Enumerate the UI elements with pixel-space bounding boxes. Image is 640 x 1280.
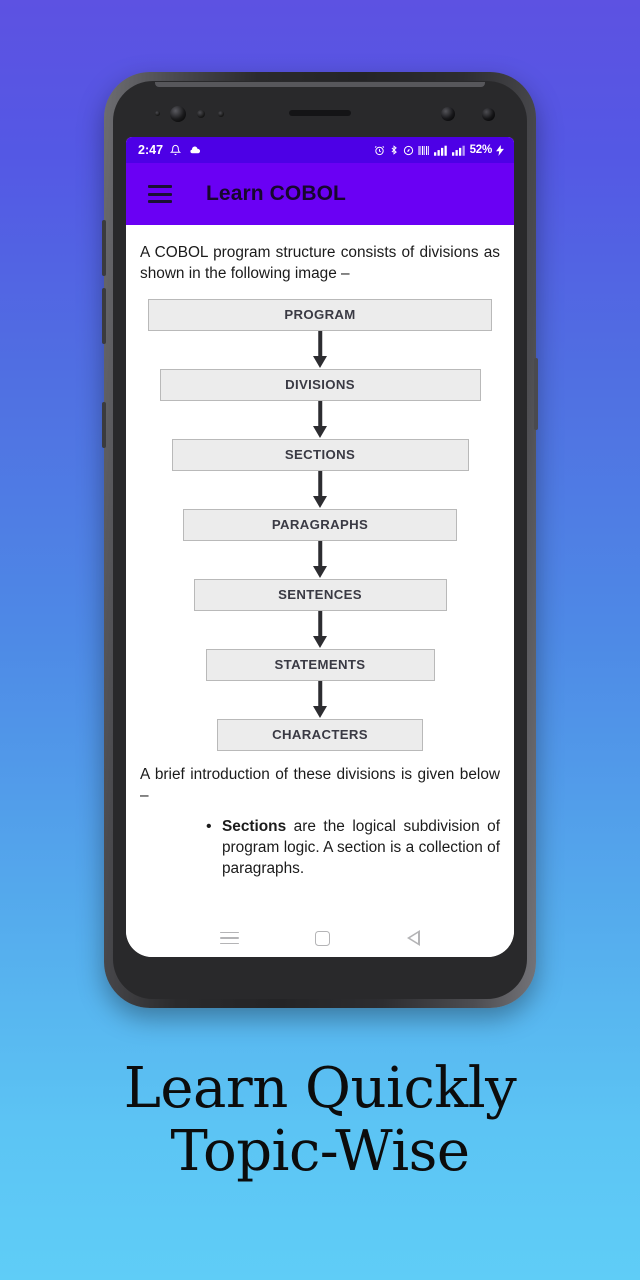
assistant-button[interactable] xyxy=(102,402,106,448)
flow-node-paragraphs: PARAGRAPHS xyxy=(183,508,457,541)
intro-paragraph: A COBOL program structure consists of di… xyxy=(140,244,500,282)
flow-node-sentences: SENTENCES xyxy=(193,578,447,611)
android-navigation-bar xyxy=(126,919,514,957)
status-bar: 2:47 xyxy=(126,137,514,163)
bullet-term: Sections xyxy=(222,817,287,835)
flow-node-characters: CHARACTERS xyxy=(217,718,423,751)
notification-bell-icon xyxy=(170,144,182,156)
promo-tagline: Learn Quickly Topic-Wise xyxy=(0,1056,640,1184)
flow-node-program: PROGRAM xyxy=(148,298,492,331)
phone-screen: 2:47 xyxy=(126,137,514,957)
flow-node-sections: SECTIONS xyxy=(171,438,469,471)
iris-sensor-icon xyxy=(197,110,205,118)
volume-up-button[interactable] xyxy=(102,220,106,276)
divisions-bullet-list: Sections are the logical subdivision of … xyxy=(204,807,514,880)
flow-arrow-6 xyxy=(313,681,327,719)
battery-percent-label: 52% xyxy=(469,144,493,156)
recents-icon[interactable] xyxy=(220,931,240,945)
app-bar: Learn COBOL xyxy=(126,163,514,225)
top-speaker-grille xyxy=(155,82,485,87)
power-button[interactable] xyxy=(534,358,538,430)
hamburger-menu-icon[interactable] xyxy=(148,185,172,203)
phone-mockup: 2:47 xyxy=(102,72,538,1008)
signal-bars-sim1-icon xyxy=(433,145,448,156)
article-content[interactable]: A COBOL program structure consists of di… xyxy=(126,225,514,919)
led-indicator-icon xyxy=(482,108,495,121)
front-camera-icon xyxy=(170,106,186,122)
vpn-icon xyxy=(418,145,430,156)
flow-arrow-1 xyxy=(313,331,327,369)
earpiece-speaker-icon xyxy=(289,110,351,116)
charging-bolt-icon xyxy=(496,144,504,156)
cobol-structure-flowchart: PROGRAM DIVISIONS SECTIONS PARAGRAPHS SE… xyxy=(126,285,514,759)
flow-arrow-4 xyxy=(313,541,327,579)
alarm-clock-icon xyxy=(374,145,385,156)
flow-node-statements: STATEMENTS xyxy=(205,648,435,681)
back-icon[interactable] xyxy=(406,930,420,946)
list-item: Sections are the logical subdivision of … xyxy=(204,816,500,880)
light-sensor-icon xyxy=(218,111,224,117)
phone-frame-inner: 2:47 xyxy=(113,81,527,999)
home-icon[interactable] xyxy=(315,930,331,946)
bullet-text: are the logical subdivision of program l… xyxy=(222,817,500,877)
tagline-line-2: Topic-Wise xyxy=(170,1118,470,1184)
proximity-sensor-icon xyxy=(155,111,160,116)
cloud-sync-icon xyxy=(188,145,202,156)
flow-arrow-2 xyxy=(313,401,327,439)
bluetooth-icon xyxy=(389,144,399,156)
secondary-camera-icon xyxy=(441,107,455,121)
flow-node-divisions: DIVISIONS xyxy=(159,368,481,401)
volume-down-button[interactable] xyxy=(102,288,106,344)
tagline-line-1: Learn Quickly xyxy=(123,1056,517,1121)
status-bar-time: 2:47 xyxy=(138,143,164,157)
page-title: Learn COBOL xyxy=(206,182,346,205)
signal-bars-sim2-icon xyxy=(451,145,466,156)
flow-arrow-5 xyxy=(313,611,327,649)
brief-intro-paragraph: A brief introduction of these divisions … xyxy=(140,765,500,804)
location-icon xyxy=(403,145,414,156)
flow-arrow-3 xyxy=(313,471,327,509)
